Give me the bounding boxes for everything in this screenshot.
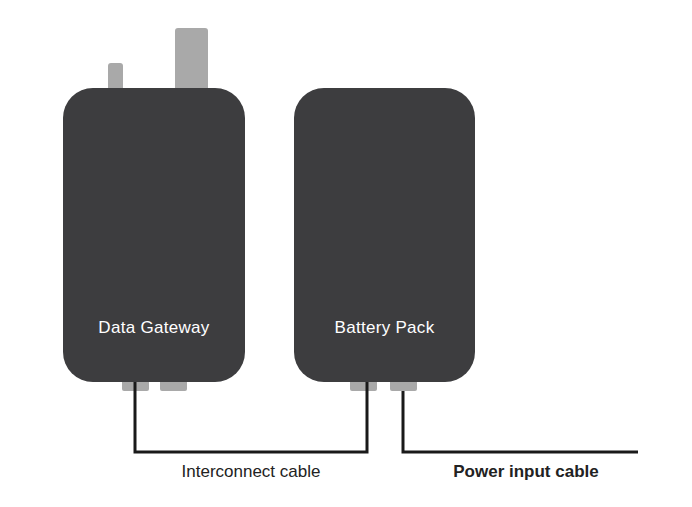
power-cable: [403, 391, 638, 452]
cable-label: Interconnect cable: [182, 462, 321, 482]
cable-label: Power input cable: [453, 462, 598, 482]
device-box: Battery Pack: [294, 88, 475, 382]
device-box: Data Gateway: [63, 88, 245, 382]
interconnect-cable: [135, 382, 367, 452]
device-name: Data Gateway: [63, 318, 245, 338]
device-name: Battery Pack: [294, 318, 475, 338]
